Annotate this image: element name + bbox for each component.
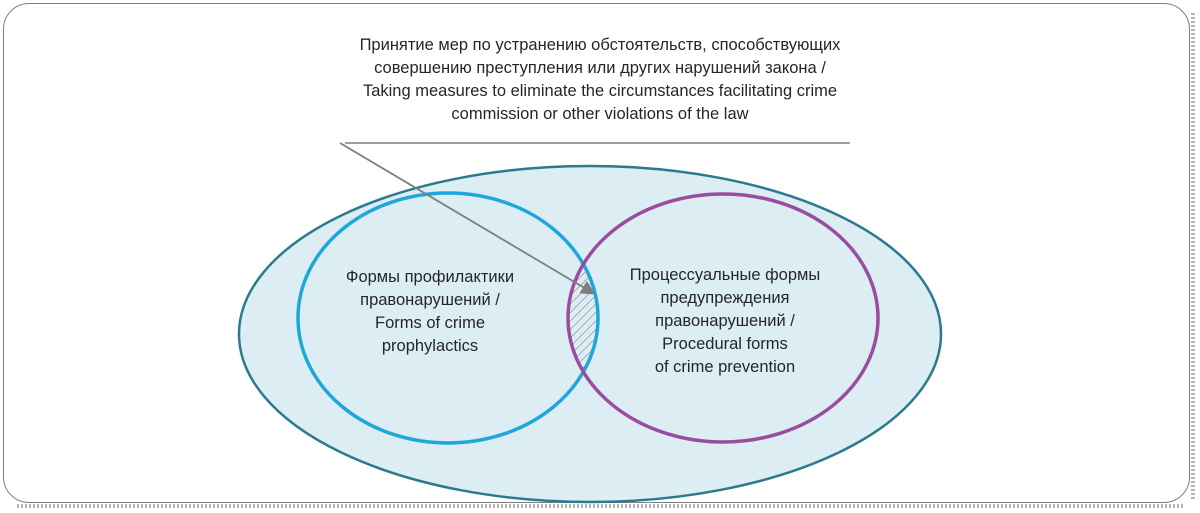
frame-shadow-bottom — [17, 504, 1185, 508]
left-label-line: Формы профилактики — [345, 268, 515, 286]
callout-arrow — [339, 142, 596, 295]
left-label-line: prophylactics — [381, 337, 479, 355]
frame-shadow-right — [1191, 13, 1195, 501]
callout-line: Принятие мер по устранению обстоятельств… — [359, 36, 841, 54]
left-label-line: Forms of crime — [374, 314, 485, 332]
right-label-line: of crime prevention — [654, 358, 796, 376]
right-label-line: предупреждения — [660, 289, 790, 307]
left-circle-label: Формы профилактики правонарушений / Form… — [330, 266, 530, 358]
right-label-line: Процессуальные формы — [629, 266, 821, 284]
left-label-line: правонарушений / — [360, 291, 500, 309]
right-label-line: Procedural forms — [662, 335, 788, 353]
callout-text: Принятие мер по устранению обстоятельств… — [280, 34, 920, 126]
right-circle-label: Процессуальные формы предупреждения прав… — [600, 264, 850, 379]
callout-line: commission or other violations of the la… — [451, 105, 749, 123]
left-circle — [296, 191, 600, 445]
callout-line: совершению преступления или других наруш… — [374, 59, 826, 77]
right-circle — [566, 192, 880, 444]
right-label-line: правонарушений / — [655, 312, 795, 330]
callout-line: Taking measures to eliminate the circums… — [362, 82, 838, 100]
